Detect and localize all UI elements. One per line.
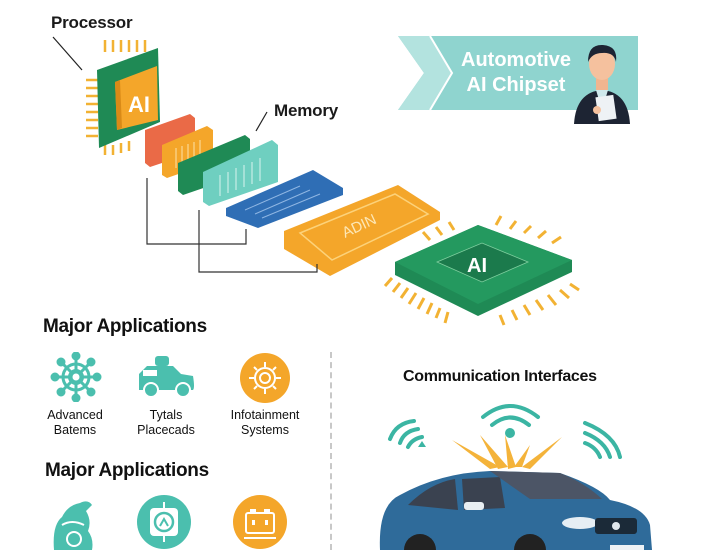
- application-label-line1: Advanced: [47, 408, 103, 422]
- title-banner: Automotive AI Chipset: [398, 36, 638, 110]
- memory-module-green: [178, 135, 250, 195]
- connected-car-illustration: [379, 404, 652, 550]
- steering-network-icon: [50, 352, 102, 402]
- banner-shape: [398, 36, 638, 110]
- application-label-line2: Systems: [241, 423, 289, 437]
- memory-label: Memory: [274, 101, 338, 120]
- vehicle-icon: [139, 356, 194, 398]
- memory-modules: ADIN: [145, 114, 440, 276]
- application-label-line1: Infotainment: [230, 408, 300, 422]
- memory-module-teal: [203, 140, 278, 206]
- main-ai-chip: AI: [383, 215, 580, 326]
- wifi-signal-icon: [583, 421, 622, 459]
- signal-burst-icon: [452, 435, 562, 469]
- applications-heading: Major Applications: [43, 316, 207, 337]
- processor-chip: AI: [86, 40, 160, 155]
- processor-label: Processor: [51, 13, 133, 32]
- connector-line: [198, 210, 318, 273]
- section-divider: [330, 352, 332, 550]
- memory-leader-line: [255, 111, 268, 132]
- banner-title-line1: Automotive: [461, 49, 571, 71]
- processor-chip-text: AI: [128, 92, 150, 117]
- connector-line: [146, 178, 247, 245]
- banner-title-line2: AI Chipset: [466, 74, 566, 96]
- main-chip-text: AI: [467, 255, 487, 277]
- application-label: Advanced Batems: [30, 408, 120, 438]
- application-label: Tytals Placecads: [121, 408, 211, 438]
- processor-leader-line: [52, 36, 83, 71]
- sensor-target-icon: [137, 495, 191, 549]
- application-label: Infotainment Systems: [220, 408, 310, 438]
- wifi-signal-icon: [481, 404, 540, 427]
- communication-heading: Communication Interfaces: [403, 368, 597, 385]
- driver-head-icon: [53, 501, 93, 550]
- applications-heading-secondary: Major Applications: [45, 460, 209, 481]
- businessman-icon: [574, 44, 630, 124]
- application-label-line2: Placecads: [137, 423, 195, 437]
- application-label-line1: Tytals: [149, 408, 183, 422]
- wifi-signal-icon: [388, 419, 424, 449]
- gear-icon: [240, 353, 290, 403]
- application-label-line2: Batems: [53, 423, 97, 437]
- battery-icon: [233, 495, 287, 549]
- chip-exploded-diagram: AI ADIN AI: [52, 36, 580, 326]
